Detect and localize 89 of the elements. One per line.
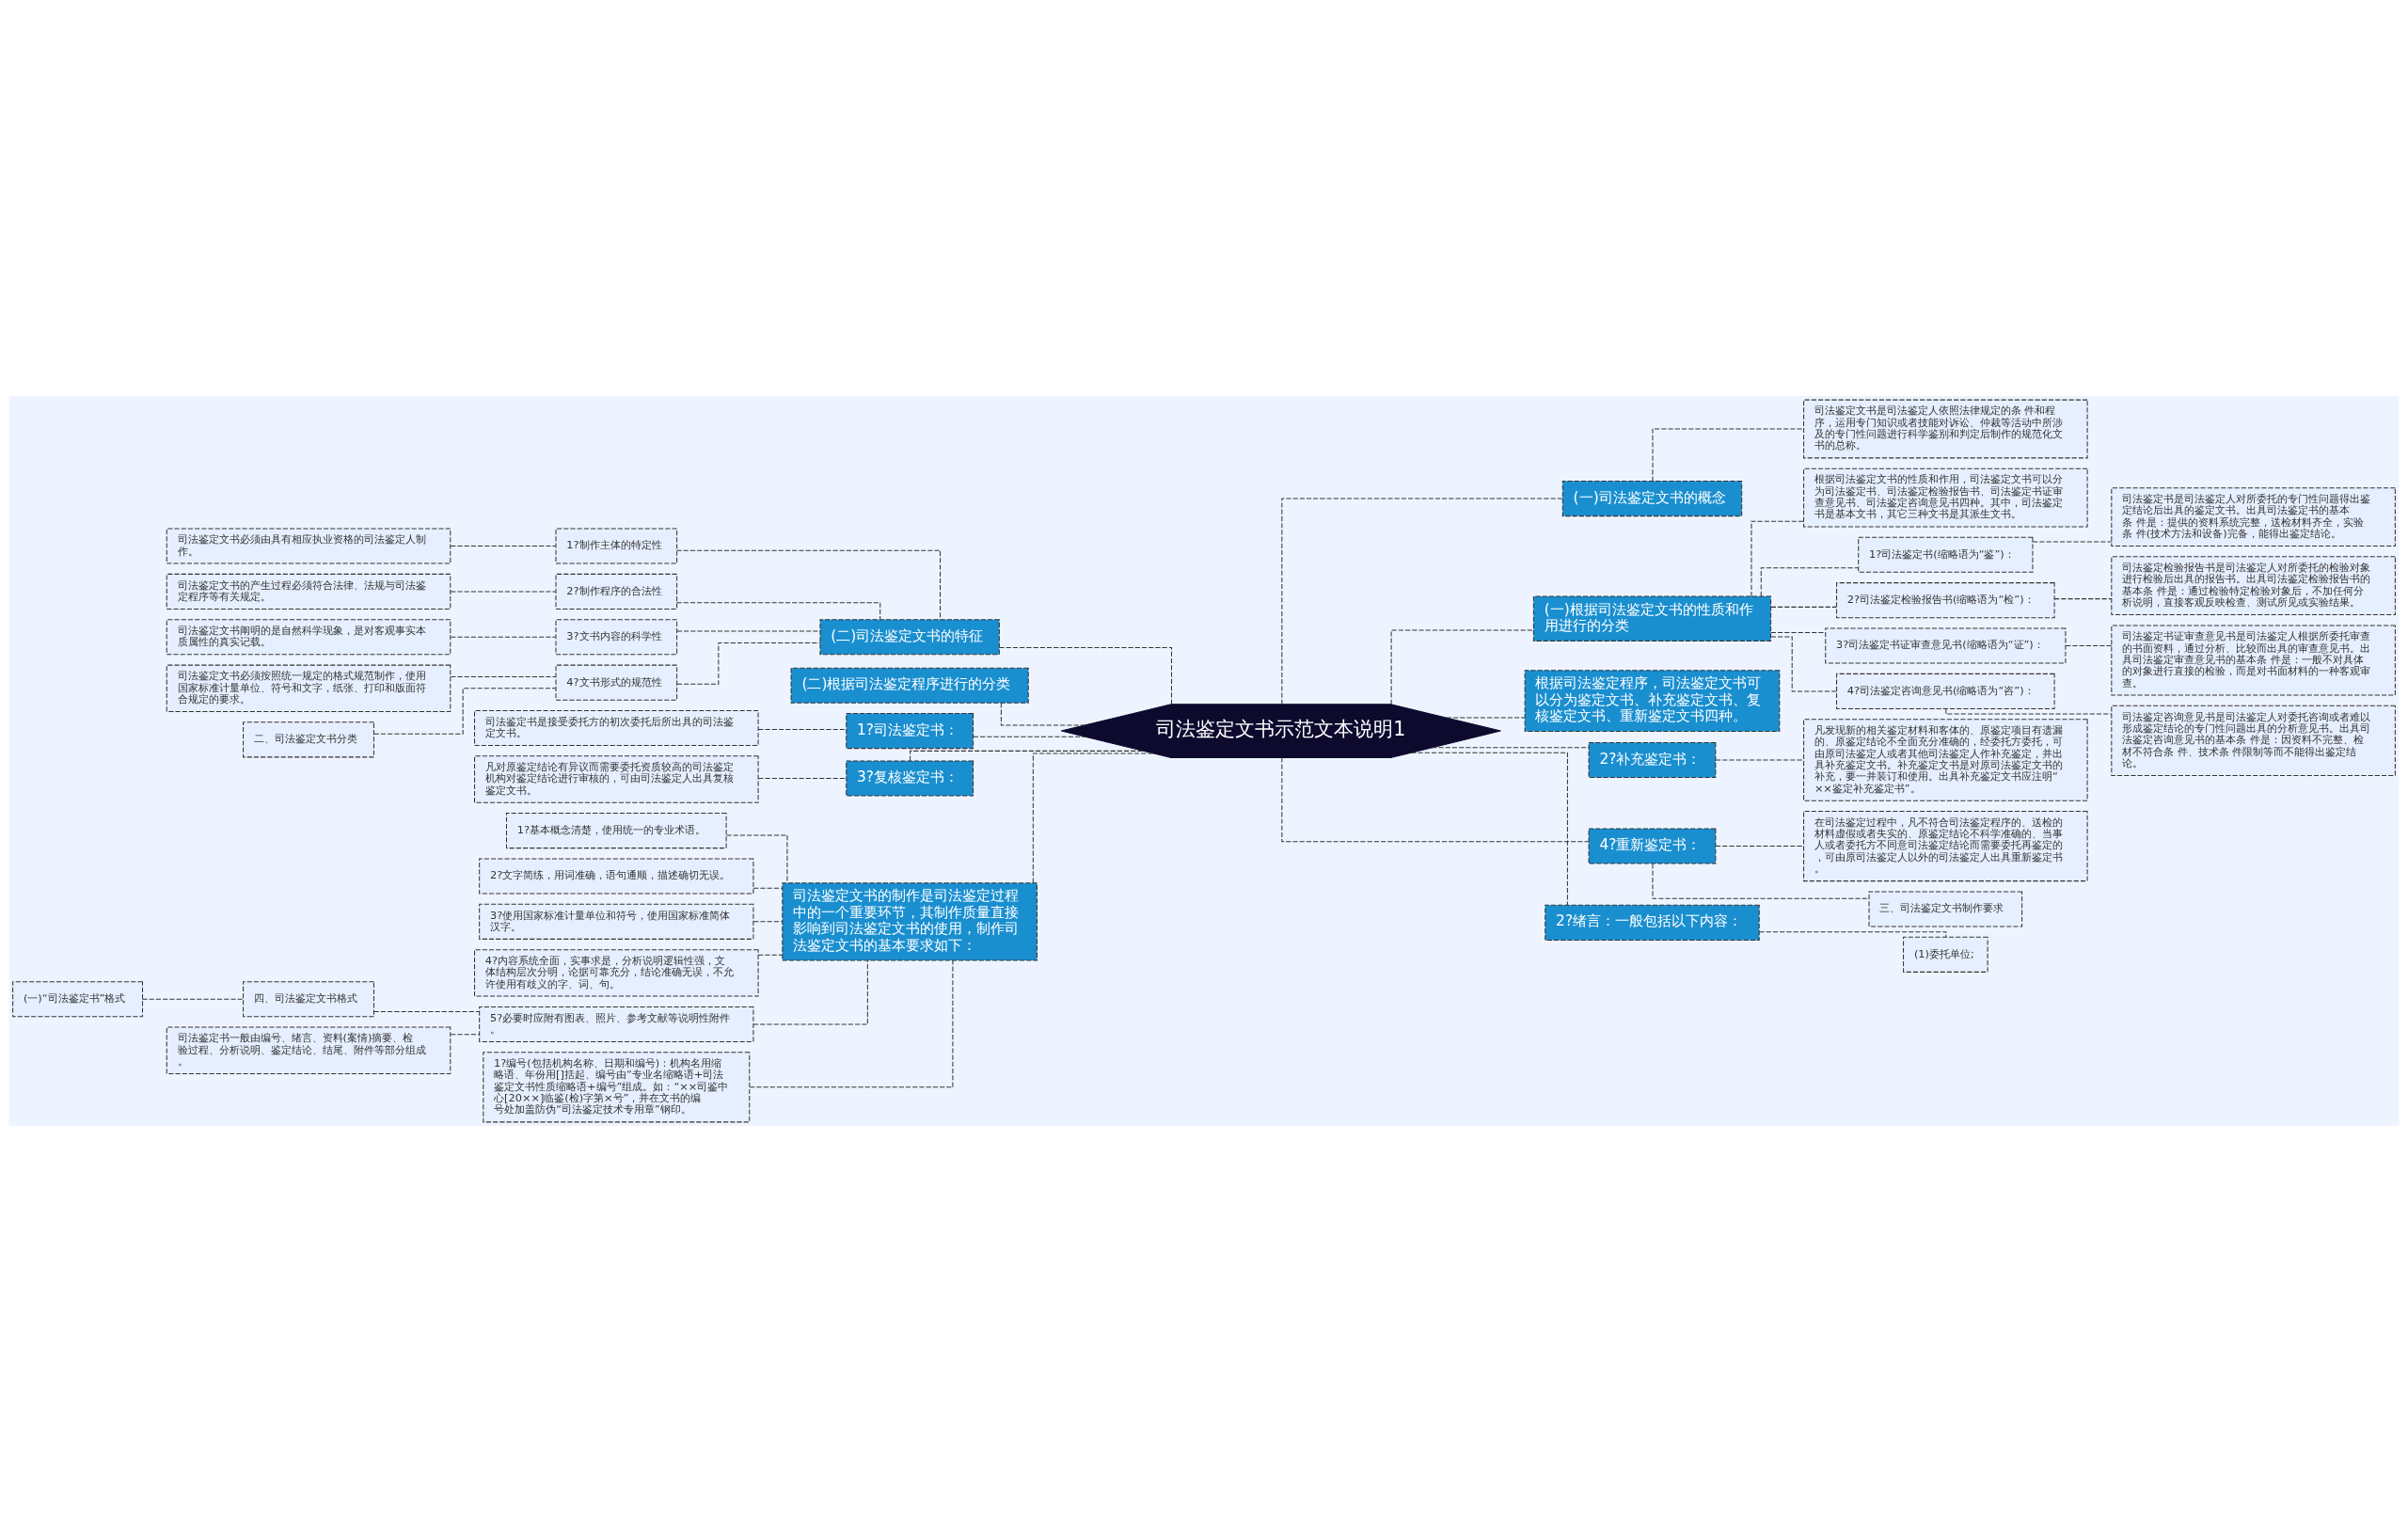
- connector: [1000, 702, 1086, 725]
- node-box: (一)司法鉴定文书的概念: [1561, 480, 1743, 516]
- connector: [450, 636, 557, 638]
- node-box: 三、司法鉴定文书制作要求: [1868, 890, 2023, 927]
- node-box: 4?司法鉴定咨询意见书(缩略语为“咨”)：: [1836, 673, 2055, 709]
- connector: [1770, 635, 1837, 691]
- node-box: 凡发现新的相关鉴定材料和客体的、原鉴定项目有遗漏的、原鉴定结论不全面充分准确的，经委托方委托，可由原司法鉴定人或者其他司法鉴定人作补充鉴定，并出具补充鉴定文书。补充鉴定文书是对原司法鉴定文书的补充，要一并装订和使用。出具补充鉴定文书应注明“××鉴定补充鉴定书”。: [1803, 718, 2088, 801]
- node-box: 司法鉴定书一般由编号、绪言、资料(案情)摘要、检验过程、分析说明、鉴定结论、结尾、附件等部分组成。: [166, 1026, 452, 1074]
- node-box: 司法鉴定书证审查意见书是司法鉴定人根据所委托审查的书面资料，通过分析、比较而出具的审查意见书。出具司法鉴定审查意见书的基本条 件是：一般不对具体的对象进行直接的检验，而是对书面材料的一种客观审查。: [2111, 624, 2396, 696]
- connector: [1652, 863, 1870, 899]
- node-box: 3?司法鉴定书证审查意见书(缩略语为“证”)：: [1825, 627, 2067, 664]
- connector: [450, 675, 557, 677]
- node-box: 司法鉴定文书是司法鉴定人依照法律规定的条 件和程序，运用专门知识或者技能对诉讼、仲裁等活动中所涉及的专门性问题进行科学鉴别和判定后制作的规范化文书的总称。: [1803, 399, 2088, 458]
- connector: [757, 777, 848, 779]
- connector: [1032, 753, 1155, 883]
- connector: [1446, 717, 1526, 719]
- node-box: 2?制作程序的合法性: [555, 573, 678, 610]
- node-box: 在司法鉴定过程中，凡不符合司法鉴定程序的、送检的材料虚假或者失实的、原鉴定结论不科学准确的、当事人或者委托方不同意司法鉴定结论而需要委托再鉴定的，可由原司法鉴定人以外的司法鉴定人出具重新鉴定书。: [1803, 810, 2088, 881]
- connector: [1715, 845, 1804, 847]
- node-box: 司法鉴定文书必须由具有相应执业资格的司法鉴定人制作。: [166, 528, 452, 564]
- node-box: (一)“司法鉴定书”格式: [12, 980, 144, 1017]
- connector: [749, 959, 954, 1087]
- node-box: 4?重新鉴定书：: [1588, 828, 1717, 864]
- node-box: 司法鉴定书是司法鉴定人对所委托的专门性问题得出鉴定结论后出具的鉴定文书。出具司法鉴定书的基本条 件是：提供的资料系统完整，送检材料齐全，实验条 件(技术方法和设备)完备，能得出鉴定结论。: [2111, 486, 2396, 547]
- connector: [757, 728, 848, 730]
- node-box: 1?司法鉴定书：: [846, 712, 974, 749]
- connector: [676, 549, 942, 620]
- node-box: (二)司法鉴定文书的特征: [819, 618, 1000, 655]
- node-box: 司法鉴定文书必须按照统一规定的格式规范制作，使用国家标准计量单位、符号和文字，纸张、打印和版面符合规定的要求。: [166, 664, 452, 712]
- node-box: 根据司法鉴定文书的性质和作用，司法鉴定文书可以分为司法鉴定书、司法鉴定检验报告书、司法鉴定书证审查意见书、司法鉴定咨询意见书四种。其中，司法鉴定书是基本文书，其它三种文书是其派生文书。: [1803, 467, 2088, 527]
- node-box: 凡对原鉴定结论有异议而需要委托资质较高的司法鉴定机构对鉴定结论进行审核的，可由司法鉴定人出具复核鉴定文书。: [474, 754, 759, 803]
- connector: [1751, 520, 1805, 596]
- connector: [752, 887, 784, 889]
- node-box: 司法鉴定咨询意见书是司法鉴定人对委托咨询或者难以形成鉴定结论的专门性问题出具的分析意见书。出具司法鉴定咨询意见书的基本条 件是：因资料不完整、检材不符合条 件、技术条 件限制等而不能得出鉴定结论。: [2111, 705, 2396, 776]
- node-box: (一)根据司法鉴定文书的性质和作用进行的分类: [1532, 595, 1772, 642]
- connector: [1759, 930, 1947, 938]
- connector: [1410, 752, 1568, 906]
- connector: [1390, 629, 1534, 705]
- node-box: 司法鉴定文书阐明的是自然科学现象，是对客观事实本质属性的真实记载。: [166, 618, 452, 655]
- connector: [752, 959, 868, 1024]
- node-box: 3?使用国家标准计量单位和符号，使用国家标准简体汉字。: [479, 903, 754, 940]
- connector: [2053, 597, 2113, 599]
- node-box: 司法鉴定文书的制作是司法鉴定过程中的一个重要环节，其制作质量直接影响到司法鉴定文书的使用，制作司法鉴定文书的基本要求如下：: [782, 881, 1038, 961]
- connector: [450, 590, 557, 592]
- node-box: 3?复核鉴定书：: [846, 760, 974, 797]
- connector: [1281, 498, 1563, 705]
- connector: [1652, 427, 1804, 482]
- node-box: 2?补充鉴定书：: [1588, 741, 1717, 778]
- node-box: 司法鉴定检验报告书是司法鉴定人对所委托的检验对象进行检验后出具的报告书。出具司法鉴定检验报告书的基本条 件是：通过检验特定检验对象后，不加任何分析说明，直接客观反映检查、测试所见或实验结果。: [2111, 555, 2396, 615]
- connector: [142, 998, 244, 1000]
- node-box: 司法鉴定书是接受委托方的初次委托后所出具的司法鉴定文书。: [474, 709, 759, 746]
- connector: [752, 920, 784, 922]
- connector: [910, 750, 1145, 761]
- node-box: 司法鉴定文书的产生过程必须符合法律、法规与司法鉴定程序等有关规定。: [166, 573, 452, 610]
- node-box: 根据司法鉴定程序，司法鉴定文书可以分为鉴定文书、补充鉴定文书、复核鉴定文书、重新鉴定文书四种。: [1524, 669, 1781, 732]
- connector: [2032, 540, 2113, 542]
- connector: [1715, 758, 1804, 760]
- node-box: 四、司法鉴定文书格式: [243, 980, 374, 1017]
- connector: [1770, 606, 1837, 608]
- connector: [973, 736, 1086, 737]
- node-box: 4?内容系统全面，实事求是，分析说明逻辑性强，文体结构层次分明，论据可靠充分，结论准确无误，不允许使用有歧义的字、词、句。: [474, 948, 759, 997]
- node-box: 1?编号(包括机构名称、日期和编号)：机构名用缩略语、年份用[]括起、编号由“专业名缩略语+司法鉴定文书性质缩略语+编号”组成。如：“××司鉴中心[20××]临鉴(检)字第×号”，并在文书的编号处加盖防伪“司法鉴定技术专用章”钢印。: [483, 1051, 751, 1122]
- node-box: 2?司法鉴定检验报告书(缩略语为“检”)：: [1836, 581, 2055, 618]
- connector: [1945, 707, 2113, 715]
- connector: [373, 687, 557, 735]
- node-box: 二、司法鉴定文书分类: [243, 721, 374, 757]
- connector: [757, 954, 783, 956]
- node-box: 1?制作主体的特定性: [555, 528, 678, 564]
- connector: [2065, 644, 2113, 646]
- connector: [999, 646, 1173, 705]
- node-box: 2?绪言：一般包括以下内容：: [1545, 904, 1760, 941]
- node-box: 2?文字简练，用词准确，语句通顺，描述确切无误。: [479, 857, 754, 894]
- connector: [1431, 746, 1590, 748]
- connector: [1770, 631, 1826, 633]
- node-box: (二)根据司法鉴定程序进行的分类: [790, 667, 1029, 704]
- node-box: 3?文书内容的科学性: [555, 618, 678, 655]
- node-box: 1?基本概念清楚，使用统一的专业术语。: [505, 812, 727, 848]
- node-box: 1?司法鉴定书(缩略语为“鉴”)：: [1858, 536, 2034, 573]
- connector: [676, 630, 821, 632]
- node-box: 5?必要时应附有图表、照片、参考文献等说明性附件。: [479, 1006, 754, 1042]
- connector: [1760, 566, 1859, 596]
- node-box: (1)委托单位;: [1903, 936, 1988, 973]
- node-box: 4?文书形式的规范性: [555, 664, 678, 701]
- connector: [1281, 756, 1590, 842]
- connector: [450, 545, 557, 547]
- connector: [450, 1033, 480, 1035]
- connector: [676, 642, 821, 685]
- connector: [373, 1010, 481, 1012]
- connector: [725, 833, 788, 883]
